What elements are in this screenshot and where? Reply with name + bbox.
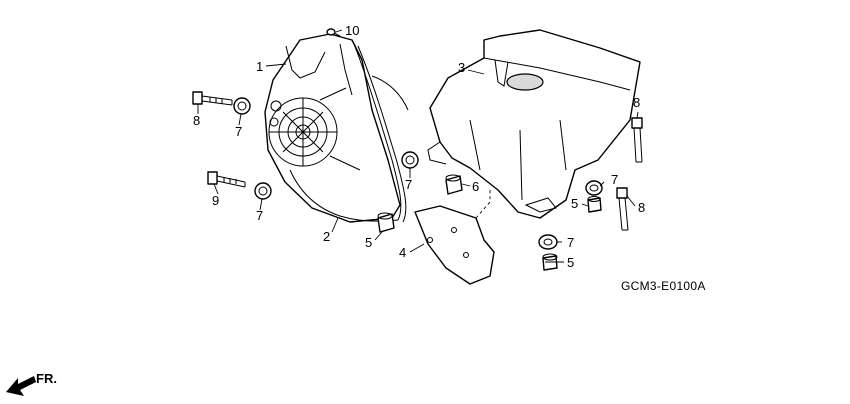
plate <box>414 190 495 285</box>
callout-3: 3 <box>458 60 465 75</box>
callout-4: 4 <box>399 245 406 260</box>
callout-7-e: 7 <box>567 235 574 250</box>
direction-label: FR. <box>36 371 57 386</box>
screw-10 <box>326 28 341 37</box>
grommet-7-c <box>401 151 419 169</box>
diagram-code: GCM3-E0100A <box>621 279 706 293</box>
collar-5-c <box>542 253 558 271</box>
callout-8-c: 8 <box>638 200 645 215</box>
leader-lines <box>197 29 639 263</box>
callout-7-c: 7 <box>405 177 412 192</box>
grommet-7-b <box>254 182 272 200</box>
shroud <box>427 29 641 219</box>
callout-7-d: 7 <box>611 172 618 187</box>
bolt-8-left <box>192 91 233 106</box>
bolt-8-right-lower <box>616 187 629 231</box>
callout-8-b: 8 <box>633 95 640 110</box>
fan-cover <box>264 33 401 223</box>
callout-1: 1 <box>256 59 263 74</box>
collar-5-b <box>587 196 602 213</box>
collar-5-a <box>377 212 395 233</box>
callout-5-c: 5 <box>567 255 574 270</box>
callout-10: 10 <box>345 23 359 38</box>
grommet-7-e <box>538 234 558 250</box>
callout-8-a: 8 <box>193 113 200 128</box>
callout-7-b: 7 <box>256 208 263 223</box>
bolt-8-right-upper <box>631 117 643 163</box>
callout-6: 6 <box>472 179 479 194</box>
callout-5-b: 5 <box>571 196 578 211</box>
callout-9: 9 <box>212 193 219 208</box>
grommet-7-a <box>233 97 251 115</box>
callout-7-a: 7 <box>235 124 242 139</box>
callout-2: 2 <box>323 229 330 244</box>
direction-arrow-icon <box>6 376 36 396</box>
grommet-7-d <box>585 180 603 196</box>
front-direction-indicator: FR. <box>6 371 57 396</box>
collar-6 <box>445 174 463 195</box>
callout-labels: 1 2 3 4 5 5 5 6 7 7 7 7 7 8 8 8 9 10 <box>193 23 645 270</box>
bolt-9 <box>207 171 246 188</box>
callout-5-a: 5 <box>365 235 372 250</box>
